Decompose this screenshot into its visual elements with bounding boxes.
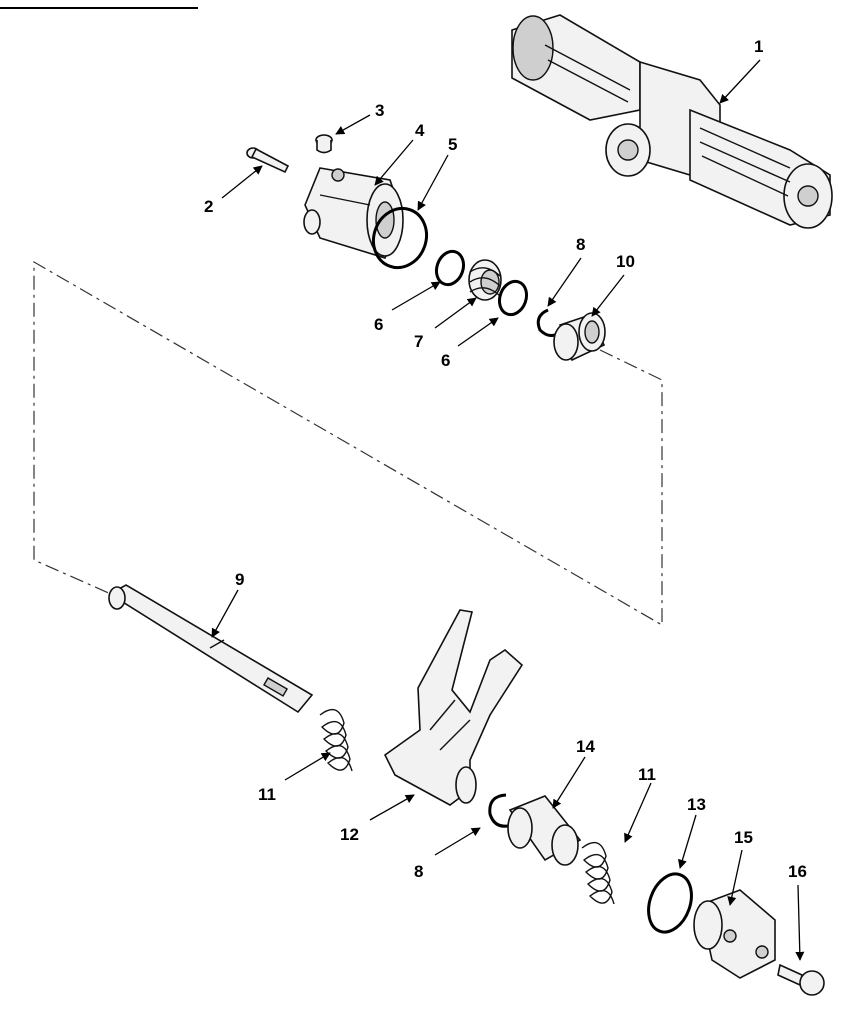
leader-lines	[211, 59, 805, 961]
callout-labels: 1 2 3 4 5 6 7 6 8 10 9 11 12 8 14 11 13 …	[204, 37, 807, 881]
sleeve	[507, 795, 582, 866]
assembly-centerline	[33, 260, 663, 627]
callout-15: 15	[734, 828, 753, 847]
long-bolt	[246, 147, 290, 174]
callout-11a: 11	[258, 785, 276, 804]
o-ring-cover	[647, 872, 693, 934]
end-cover	[693, 889, 776, 979]
callout-4: 4	[415, 121, 425, 140]
callout-2: 2	[204, 197, 213, 216]
callout-1: 1	[754, 37, 763, 56]
small-spring	[468, 259, 502, 301]
o-ring-lower	[497, 279, 529, 317]
axle-housing	[511, 14, 833, 229]
o-ring-upper	[434, 249, 466, 287]
large-o-ring	[372, 206, 428, 270]
callout-11b: 11	[638, 765, 656, 784]
callout-6b: 6	[441, 351, 450, 370]
coil-spring-right	[581, 841, 615, 905]
callout-8a: 8	[576, 235, 585, 254]
callout-9: 9	[235, 570, 244, 589]
callout-13: 13	[687, 795, 706, 814]
bushing	[553, 312, 606, 362]
callout-12: 12	[340, 825, 359, 844]
cap-screw	[777, 963, 825, 996]
callout-7: 7	[414, 332, 423, 351]
callout-14: 14	[576, 737, 595, 756]
snap-ring-lower	[488, 793, 513, 828]
callout-8b: 8	[414, 862, 423, 881]
callout-16: 16	[788, 862, 807, 881]
shift-fork	[383, 609, 524, 806]
callout-6a: 6	[374, 315, 383, 334]
set-screw	[315, 134, 333, 154]
coil-spring-left	[319, 708, 353, 772]
cylinder-housing	[303, 167, 404, 259]
callout-10: 10	[616, 252, 635, 271]
callout-5: 5	[448, 135, 457, 154]
shift-shaft	[108, 584, 314, 714]
callout-3: 3	[375, 101, 384, 120]
